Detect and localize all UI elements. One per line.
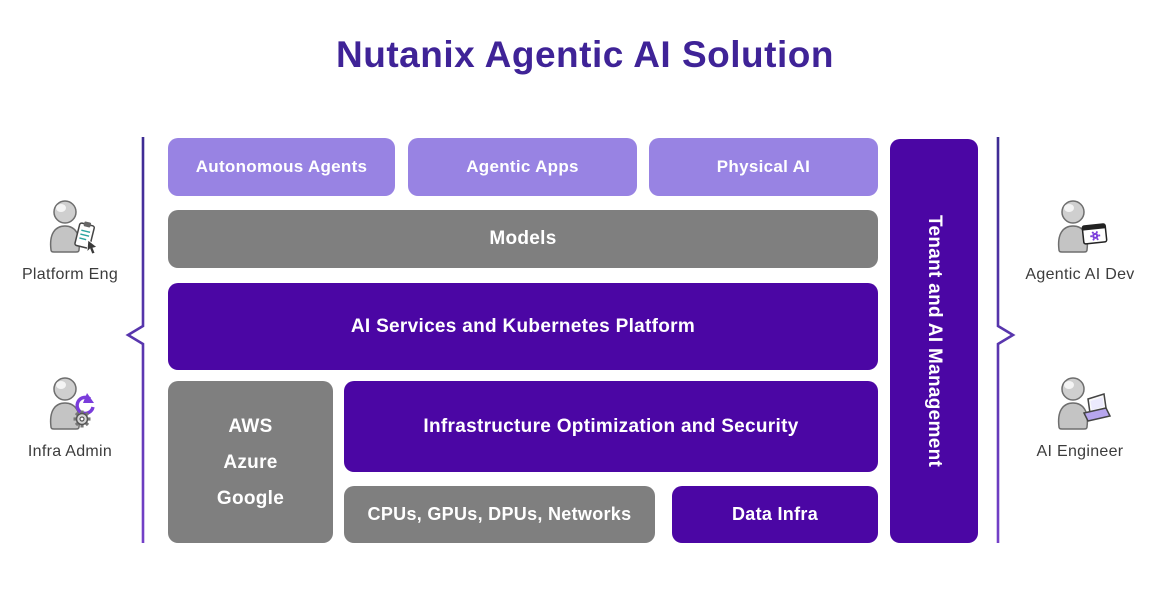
box-models: Models	[168, 210, 878, 268]
box-cpus-gpus-dpus-networks-label: CPUs, GPUs, DPUs, Networks	[367, 504, 632, 524]
box-cpus-gpus-dpus-networks: CPUs, GPUs, DPUs, Networks	[344, 486, 655, 543]
persona-platform-eng: Platform Eng	[0, 198, 140, 284]
box-agentic-apps: Agentic Apps	[408, 138, 637, 196]
box-autonomous-agents: Autonomous Agents	[168, 138, 395, 196]
box-ai-services-kubernetes: AI Services and Kubernetes Platform	[168, 283, 878, 370]
cloud-provider-google: Google	[216, 487, 285, 509]
page-title: Nutanix Agentic AI Solution	[336, 34, 834, 75]
user-gear-icon	[49, 377, 95, 430]
cloud-provider-aws: AWS	[228, 415, 273, 437]
user-app-gear-icon	[1057, 200, 1108, 253]
box-ai-services-kubernetes-label: AI Services and Kubernetes Platform	[350, 315, 696, 337]
persona-ai-engineer: AI Engineer	[1010, 375, 1150, 461]
persona-infra-admin: Infra Admin	[0, 375, 140, 461]
box-infra-optimization-security: Infrastructure Optimization and Security	[344, 381, 878, 472]
persona-agentic-ai-dev: Agentic AI Dev	[1010, 198, 1150, 284]
persona-label-agentic-ai-dev: Agentic AI Dev	[1025, 266, 1135, 283]
box-agentic-apps-label: Agentic Apps	[466, 157, 579, 176]
persona-label-ai-engineer: AI Engineer	[1036, 443, 1124, 460]
box-autonomous-agents-label: Autonomous Agents	[195, 157, 368, 176]
left-brace-line	[125, 137, 145, 543]
persona-label-platform-eng: Platform Eng	[21, 266, 119, 283]
box-data-infra: Data Infra	[672, 486, 878, 543]
right-brace-line	[996, 137, 1016, 543]
box-data-infra-label: Data Infra	[731, 504, 819, 524]
user-laptop-icon	[1057, 377, 1112, 430]
box-infra-optimization-security-label: Infrastructure Optimization and Security	[423, 415, 799, 437]
user-checklist-icon	[49, 200, 98, 255]
persona-label-infra-admin: Infra Admin	[27, 443, 113, 460]
box-physical-ai: Physical AI	[649, 138, 878, 196]
box-tenant-ai-management-label: Tenant and AI Management	[924, 214, 945, 468]
cloud-provider-azure: Azure	[223, 451, 278, 473]
right-brace	[991, 130, 1023, 555]
box-cloud-providers: AWS Azure Google	[168, 381, 333, 543]
left-brace	[118, 130, 150, 555]
box-physical-ai-label: Physical AI	[716, 157, 811, 176]
box-models-label: Models	[489, 228, 557, 249]
box-tenant-ai-management: Tenant and AI Management	[890, 139, 978, 543]
